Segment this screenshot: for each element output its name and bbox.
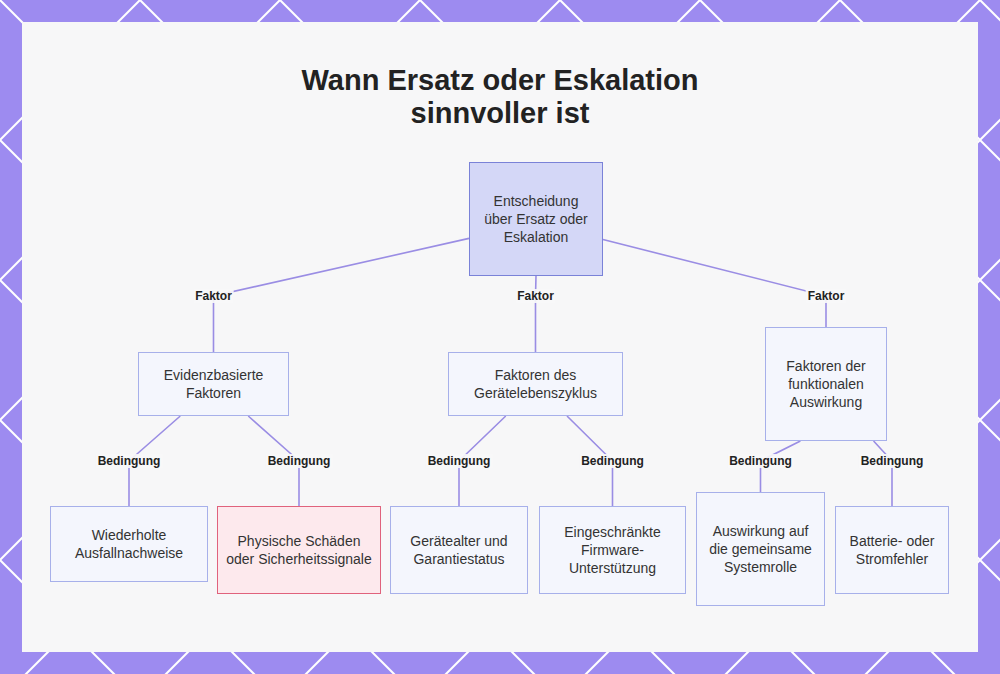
node-text: Faktoren des Gerätelebenszyklus	[457, 366, 614, 402]
factor-box: Physische Schäden oder Sicherheitssignal…	[217, 506, 381, 594]
node-text: Gerätealter und Garantiestatus	[399, 532, 519, 568]
edge-label: Bedingung	[96, 454, 163, 468]
factor-box: Faktoren der funktionalen Auswirkung	[765, 327, 887, 441]
node-text: Faktoren der funktionalen Auswirkung	[774, 357, 878, 411]
root-box: Entscheidung über Ersatz oder Eskalation	[469, 162, 603, 276]
node-text: Physische Schäden oder Sicherheitssignal…	[226, 532, 372, 568]
factor-box: Auswirkung auf die gemeinsame Systemroll…	[696, 492, 825, 606]
node-text: Eingeschränkte Firmware-Unterstützung	[548, 523, 677, 577]
edge-label: Faktor	[193, 289, 234, 303]
connector-line	[603, 240, 826, 327]
factor-box: Faktoren des Gerätelebenszyklus	[448, 352, 623, 416]
factor-box: Gerätealter und Garantiestatus	[390, 506, 528, 594]
node-text: Evidenzbasierte Faktoren	[147, 366, 280, 402]
diagram-title: Wann Ersatz oder Eskalation sinnvoller i…	[270, 64, 730, 130]
connector-line	[535, 276, 537, 352]
node-text: Auswirkung auf die gemeinsame Systemroll…	[705, 522, 816, 576]
edge-label: Faktor	[515, 289, 556, 303]
edge-label: Bedingung	[859, 454, 926, 468]
connector-line	[874, 441, 892, 506]
edge-label: Bedingung	[266, 454, 333, 468]
node-text: Entscheidung über Ersatz oder Eskalation	[478, 192, 594, 246]
factor-box: Evidenzbasierte Faktoren	[138, 352, 289, 416]
factor-box: Batterie- oder Stromfehler	[835, 506, 949, 594]
connector-line	[214, 238, 470, 352]
edge-label: Faktor	[806, 289, 847, 303]
edge-label: Bedingung	[727, 454, 794, 468]
node-text: Batterie- oder Stromfehler	[844, 532, 940, 568]
edge-label: Bedingung	[579, 454, 646, 468]
factor-box: Eingeschränkte Firmware-Unterstützung	[539, 506, 686, 594]
factor-box: Wiederholte Ausfallnachweise	[50, 506, 208, 582]
edge-label: Bedingung	[426, 454, 493, 468]
node-text: Wiederholte Ausfallnachweise	[59, 526, 199, 562]
